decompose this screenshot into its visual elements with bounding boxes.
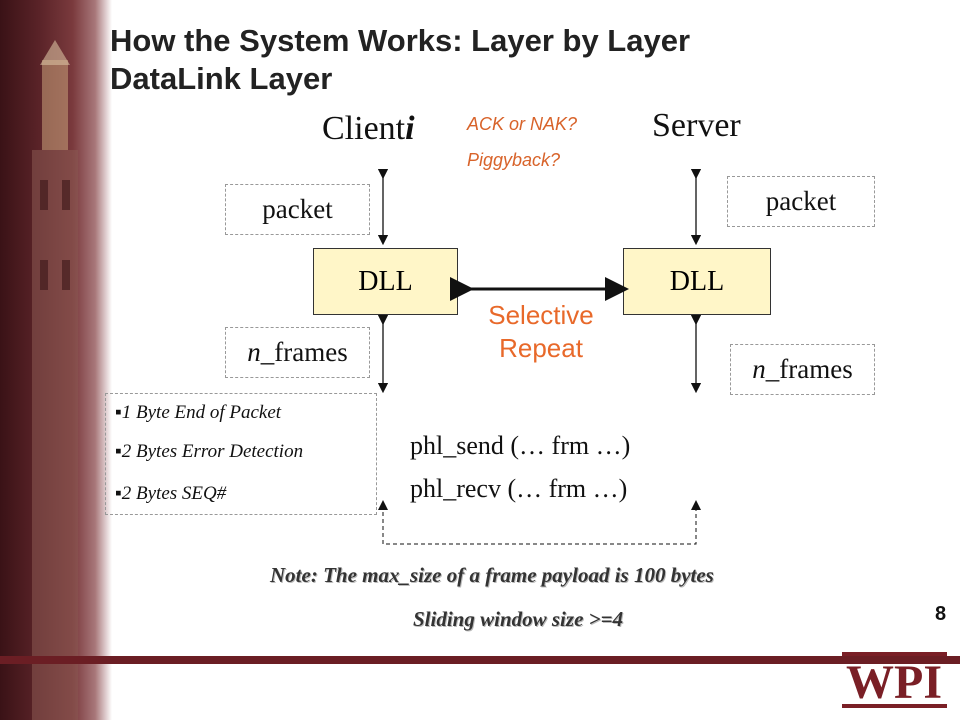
page-number: 8 — [935, 603, 947, 625]
protocol-label: Selective Repeat — [462, 299, 620, 365]
protocol-line-1: Selective — [488, 300, 594, 330]
client-text: Client — [322, 110, 406, 147]
left-frames-rest: _frames — [260, 337, 348, 367]
frame-field-item: ▪2 Bytes Error Detection — [115, 441, 304, 462]
wpi-logo: WPI — [842, 652, 947, 709]
svg-text:WPI: WPI — [846, 656, 942, 709]
client-suffix: i — [405, 110, 415, 147]
payload-note: Note: The max_size of a frame payload is… — [270, 563, 714, 587]
ack-nak-question: ACK or NAK? — [467, 114, 578, 134]
physical-loop-path — [382, 505, 697, 545]
frame-field-item: ▪2 Bytes SEQ# — [115, 483, 227, 504]
footer-bar — [0, 656, 960, 664]
right-frames-box: n_frames — [730, 344, 875, 395]
left-packet-box: packet — [225, 184, 370, 235]
loop-arrowhead-left — [378, 500, 388, 510]
piggyback-question: Piggyback? — [467, 150, 561, 170]
title-line-1: How the System Works: Layer by Layer — [110, 23, 691, 58]
frame-fields-box — [105, 393, 377, 515]
protocol-line-2: Repeat — [499, 333, 583, 363]
left-frames-box: n_frames — [225, 327, 370, 378]
phl-recv-call: phl_recv (… frm …) — [410, 474, 628, 503]
title-line-2: DataLink Layer — [110, 61, 333, 96]
left-frames-n: n — [247, 337, 261, 367]
right-dll-box: DLL — [623, 248, 771, 315]
right-frames-n: n — [752, 354, 766, 384]
left-dll-box: DLL — [313, 248, 458, 315]
client-label: Clienti — [322, 110, 415, 148]
right-packet-box: packet — [727, 176, 875, 227]
server-label: Server — [652, 107, 741, 144]
loop-arrowhead-right — [691, 500, 701, 510]
clock-tower-image — [32, 40, 78, 720]
window-note: Sliding window size >=4 — [413, 607, 624, 631]
slide-title: How the System Works: Layer by Layer Dat… — [110, 22, 690, 98]
phl-send-call: phl_send (… frm …) — [410, 431, 631, 460]
right-frames-rest: _frames — [765, 354, 853, 384]
frame-field-item: ▪1 Byte End of Packet — [115, 402, 282, 423]
